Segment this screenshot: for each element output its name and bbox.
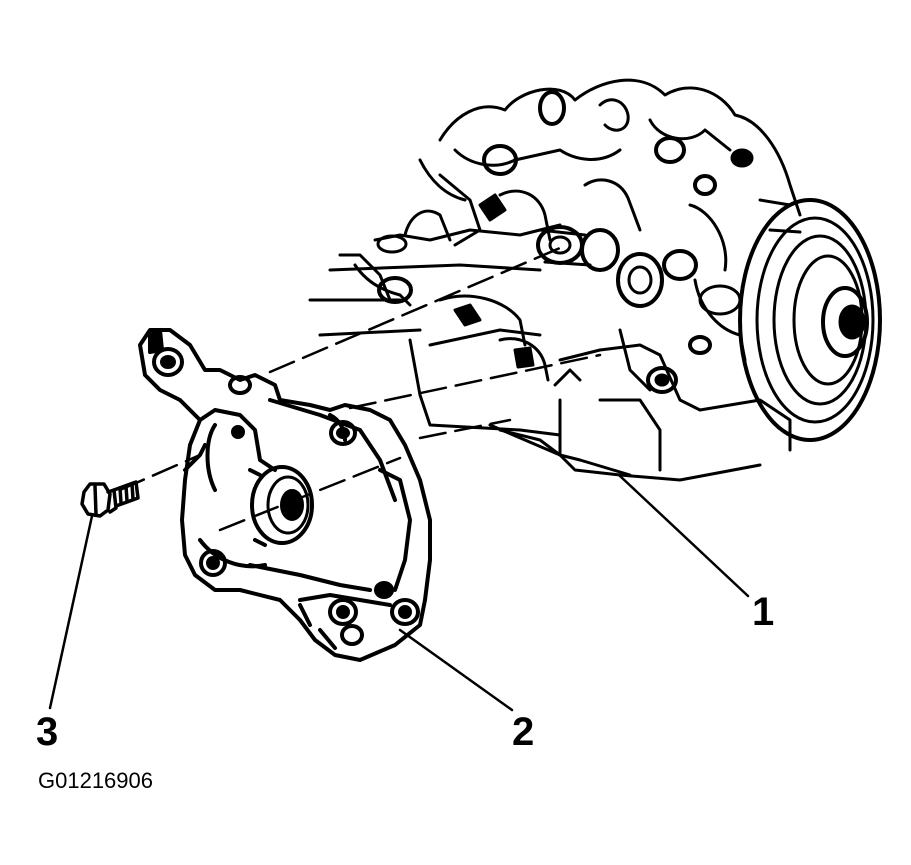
engine-block xyxy=(308,78,882,482)
alignment-guides xyxy=(118,246,602,532)
mounting-bracket xyxy=(138,328,432,662)
leader-lines xyxy=(48,474,750,712)
callout-3: 3 xyxy=(36,710,59,754)
callout-2: 2 xyxy=(512,710,535,754)
bolt xyxy=(80,480,140,518)
figure-id: G01216906 xyxy=(38,768,153,793)
callout-1: 1 xyxy=(752,590,775,634)
